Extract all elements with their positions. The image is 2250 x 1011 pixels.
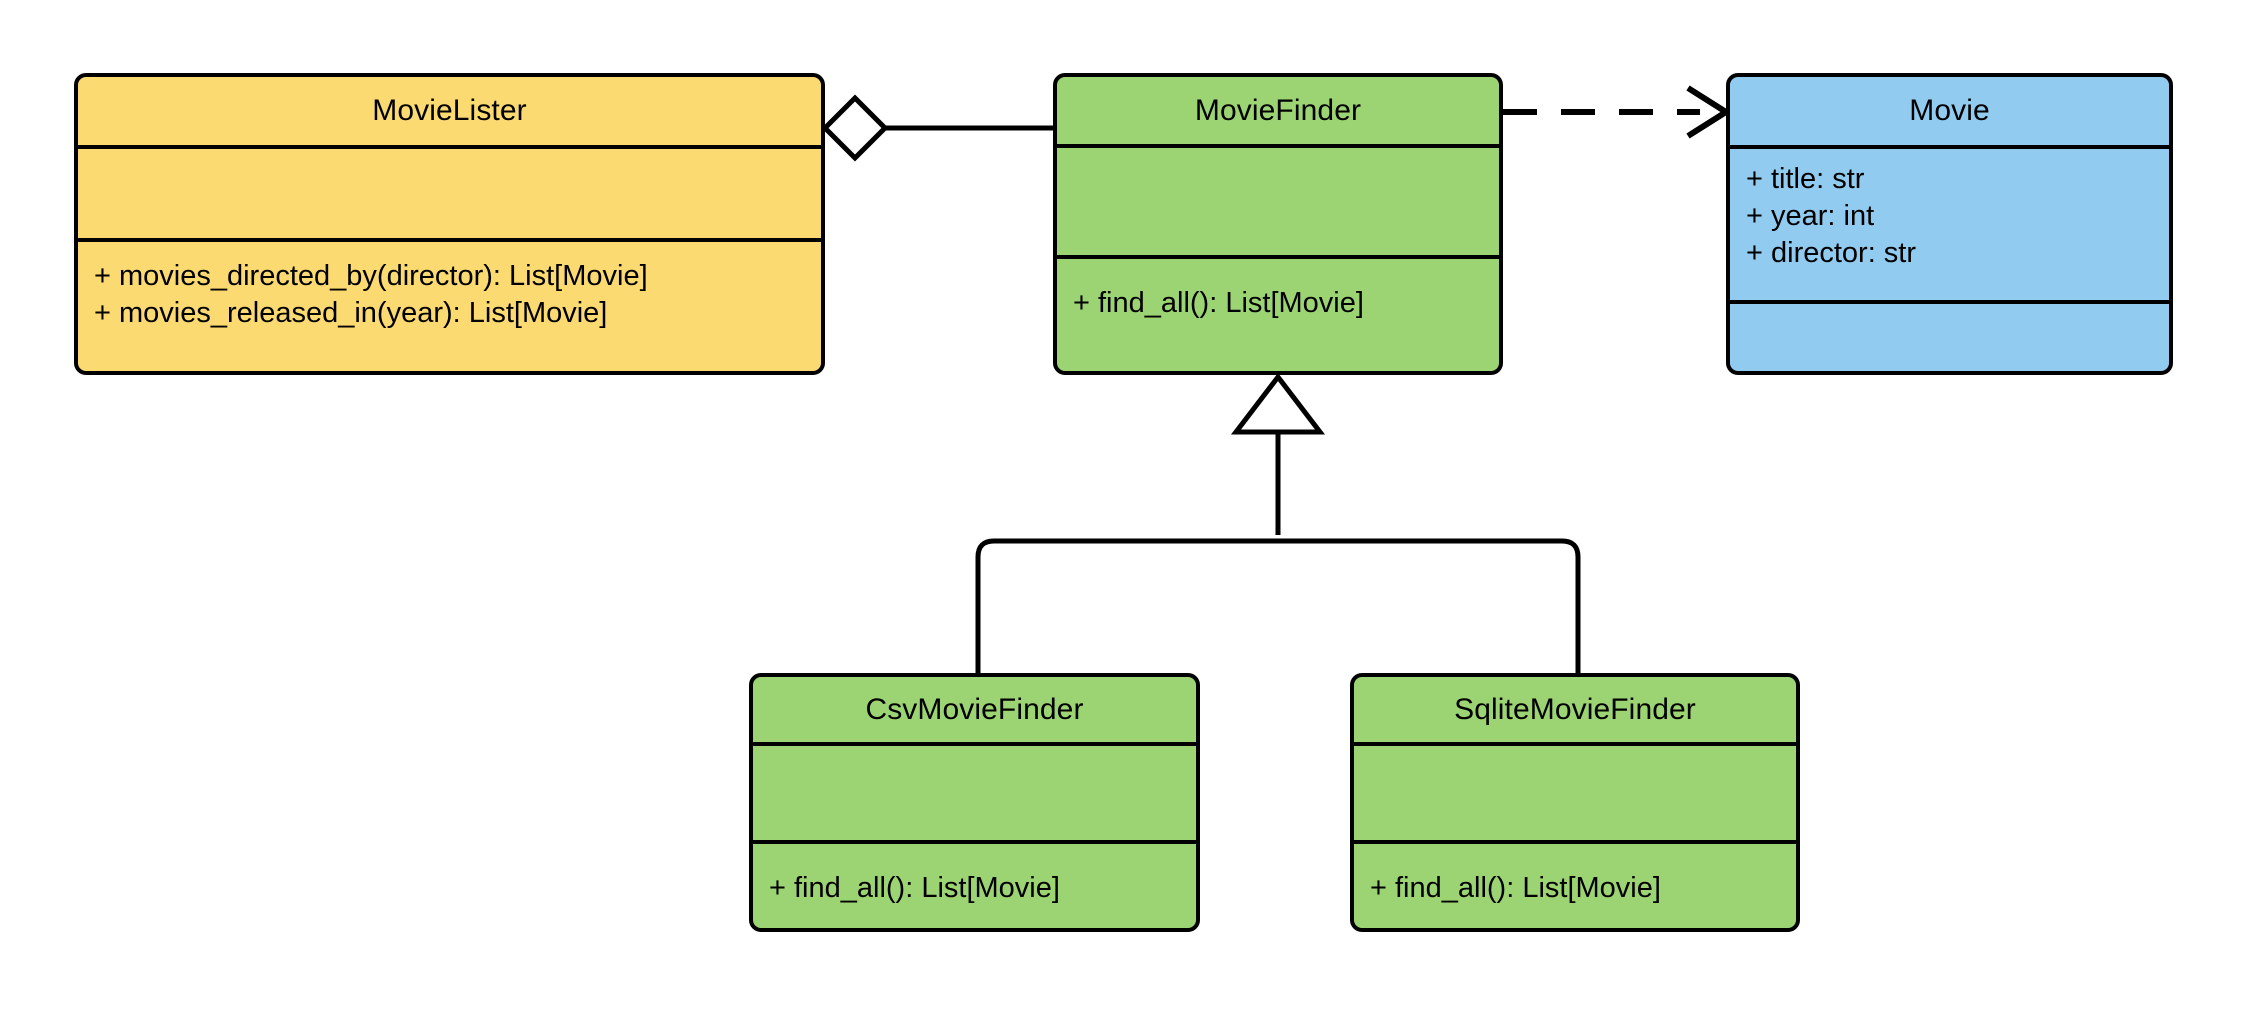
operation-list bbox=[1730, 304, 2169, 314]
attributes-compartment-movie: + title: str + year: int + director: str bbox=[1730, 145, 2169, 300]
class-name-movie-finder: MovieFinder bbox=[1194, 93, 1362, 127]
class-box-sqlite-movie-finder[interactable]: SqliteMovieFinder + find_all(): List[Mov… bbox=[1350, 673, 1800, 932]
operation-item: + find_all(): List[Movie] bbox=[1073, 287, 1364, 319]
operation-list: + find_all(): List[Movie] bbox=[1057, 259, 1499, 322]
attribute-list bbox=[78, 149, 821, 161]
operation-list: + movies_directed_by(director): List[Mov… bbox=[78, 242, 821, 332]
generalization-branch-sqlite bbox=[1278, 538, 1581, 673]
hollow-triangle-icon bbox=[1230, 372, 1326, 435]
operation-list: + find_all(): List[Movie] bbox=[753, 844, 1196, 907]
generalization-tree bbox=[975, 372, 1581, 673]
class-box-movie-finder[interactable]: MovieFinder + find_all(): List[Movie] bbox=[1053, 73, 1503, 375]
class-box-movie-lister[interactable]: MovieLister + movies_directed_by(directo… bbox=[74, 73, 825, 375]
operations-compartment-csv-movie-finder: + find_all(): List[Movie] bbox=[753, 840, 1196, 928]
attributes-compartment-csv-movie-finder bbox=[753, 742, 1196, 840]
class-box-movie[interactable]: Movie + title: str + year: int + directo… bbox=[1726, 73, 2173, 375]
operations-compartment-movie-finder: + find_all(): List[Movie] bbox=[1057, 255, 1499, 371]
attribute-list bbox=[753, 746, 1196, 758]
operations-compartment-movie-lister: + movies_directed_by(director): List[Mov… bbox=[78, 238, 821, 371]
operation-item: + movies_directed_by(director): List[Mov… bbox=[94, 260, 648, 292]
attribute-list bbox=[1057, 148, 1499, 160]
operation-list: + find_all(): List[Movie] bbox=[1354, 844, 1796, 907]
open-arrow-icon bbox=[1686, 85, 1732, 139]
operations-compartment-sqlite-movie-finder: + find_all(): List[Movie] bbox=[1354, 840, 1796, 928]
operations-compartment-movie bbox=[1730, 300, 2169, 371]
attributes-compartment-sqlite-movie-finder bbox=[1354, 742, 1796, 840]
operation-item: + find_all(): List[Movie] bbox=[769, 872, 1060, 904]
attributes-compartment-movie-finder bbox=[1057, 144, 1499, 255]
aggregation-lister-finder bbox=[821, 94, 1053, 162]
class-name-csv-movie-finder: CsvMovieFinder bbox=[865, 692, 1084, 726]
dependency-finder-movie bbox=[1503, 85, 1732, 139]
attribute-item: + year: int bbox=[1746, 200, 1875, 233]
class-name-movie: Movie bbox=[1909, 94, 1990, 127]
attributes-compartment-movie-lister bbox=[78, 145, 821, 238]
class-name-movie-lister: MovieLister bbox=[372, 94, 527, 127]
operation-item: + find_all(): List[Movie] bbox=[1370, 872, 1661, 904]
operation-item: + movies_released_in(year): List[Movie] bbox=[94, 297, 608, 330]
attribute-list bbox=[1354, 746, 1796, 758]
attribute-list: + title: str + year: int + director: str bbox=[1730, 149, 2169, 272]
class-name-sqlite-movie-finder: SqliteMovieFinder bbox=[1454, 692, 1696, 726]
class-box-csv-movie-finder[interactable]: CsvMovieFinder + find_all(): List[Movie] bbox=[749, 673, 1200, 932]
hollow-diamond-icon bbox=[821, 94, 889, 162]
attribute-item: + director: str bbox=[1746, 237, 1917, 270]
generalization-branch-csv bbox=[975, 538, 1278, 673]
attribute-item: + title: str bbox=[1746, 163, 1865, 195]
